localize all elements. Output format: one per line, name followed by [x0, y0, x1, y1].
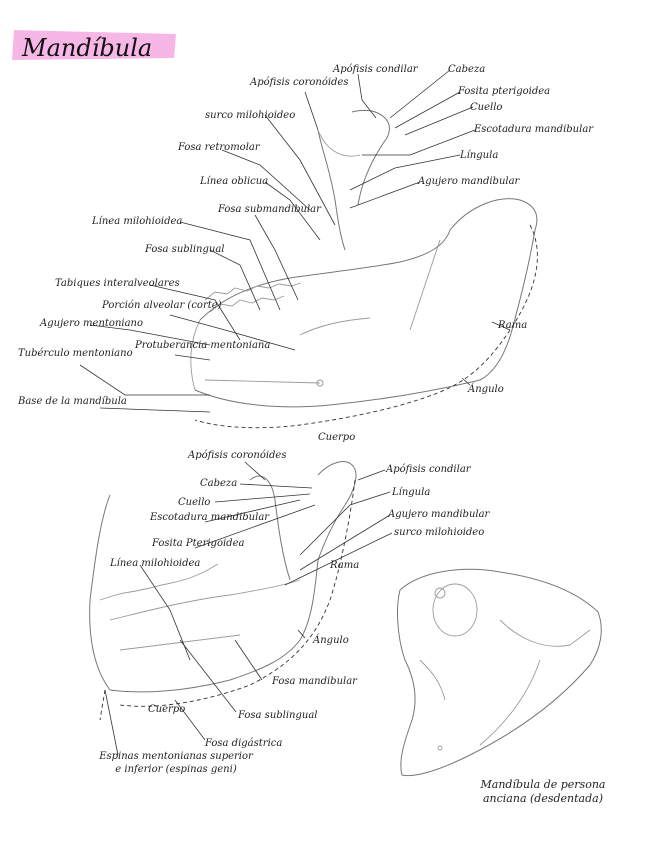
label-agujero-mandibular: Agujero mandibular: [417, 176, 521, 187]
teeth-row-1: [205, 283, 301, 300]
label-tabiques-interalveolares: Tabiques interalveolares: [55, 278, 180, 289]
label-surco-milohioideo: surco milohioideo: [205, 110, 295, 121]
label-linea-oblicua: Línea oblicua: [199, 176, 268, 187]
leader-bot-cabeza: [240, 484, 312, 488]
skull-caption-wrap: Mandíbula de persona anciana (desdentada…: [468, 778, 618, 826]
label-bot-escotadura: Escotadura mandibular: [149, 512, 270, 523]
leader-bot-surco: [285, 533, 392, 585]
leader-top-tuberculo: [80, 365, 210, 395]
skull-drawing: Mandíbula de persona anciana (desdentada…: [398, 569, 618, 826]
label-cuello: Cuello: [470, 102, 502, 113]
bottom-front: [90, 495, 110, 690]
label-bot-apofisis-coronoides: Apófisis coronóides: [187, 450, 287, 461]
label-rama: Rama: [497, 320, 527, 331]
label-fosa-submandibular: Fosa submandibular: [217, 204, 322, 215]
leader-top-milohioidea: [180, 222, 280, 310]
label-fosa-retromolar: Fosa retromolar: [177, 142, 261, 153]
leader-top-protuberancia: [175, 355, 210, 360]
bottom-inner-ridge: [120, 635, 240, 650]
label-escotadura-mandibular: Escotadura mandibular: [473, 124, 594, 135]
mandibular-notch: [318, 130, 360, 156]
leader-bot-condilar: [358, 470, 385, 480]
leader-top-escotadura: [362, 130, 475, 155]
bottom-dashed-chin: [100, 690, 105, 720]
skull-orbit: [433, 584, 477, 636]
coronoid-outline: [318, 130, 345, 250]
skull-maxilla: [420, 660, 445, 700]
label-agujero-mentoniano: Agujero mentoniano: [39, 318, 143, 329]
label-bot-angulo: Ángulo: [312, 634, 349, 646]
condyle-outline: [352, 110, 389, 205]
leader-bot-milohioidea: [140, 565, 190, 660]
skull-orbit-hole: [435, 588, 445, 598]
label-bot-espinas: Espinas mentonianas superior e inferior …: [96, 750, 256, 776]
label-bot-rama: Rama: [329, 560, 359, 571]
leader-top-fosita: [395, 92, 460, 128]
label-bot-agujero: Agujero mandibular: [387, 509, 491, 520]
leader-bot-fosa-mandibular: [235, 640, 262, 680]
label-cabeza: Cabeza: [448, 64, 485, 75]
leader-top-submandibular: [255, 215, 298, 300]
label-bot-apofisis-condilar: Apófisis condilar: [385, 464, 472, 475]
label-bot-fosa-digastrica: Fosa digástrica: [204, 738, 282, 749]
skull-caption: Mandíbula de persona anciana (desdentada…: [468, 778, 618, 806]
bottom-labels: Apófisis coronóides Cabeza Cuello Escota…: [96, 450, 491, 800]
bottom-coronoid: [250, 476, 290, 580]
base-line: [205, 380, 320, 383]
skull-outline: [398, 569, 602, 775]
bottom-mylohyoid: [110, 580, 300, 620]
label-porcion-alveolar: Porción alveolar (corte): [101, 300, 222, 311]
leader-bot-espinas: [105, 690, 118, 755]
leader-top-coronoides: [305, 92, 318, 130]
leader-top-base: [100, 408, 210, 412]
label-cuerpo: Cuerpo: [318, 432, 355, 443]
leader-bot-sublingual: [180, 640, 236, 712]
label-bot-fosa-sublingual: Fosa sublingual: [237, 710, 318, 721]
leader-top-cuello: [405, 107, 473, 135]
label-angulo: Ángulo: [467, 383, 504, 395]
label-bot-surco: surco milohioideo: [394, 527, 484, 538]
label-bot-fosita: Fosita Pterigoidea: [151, 538, 244, 549]
label-fosa-sublingual: Fosa sublingual: [144, 244, 225, 255]
label-bot-cuello: Cuello: [178, 497, 210, 508]
label-fosita-pterigoidea: Fosita pterigoidea: [457, 86, 550, 97]
label-lingula: Língula: [459, 150, 498, 161]
alveolar-section: [300, 318, 370, 335]
label-tuberculo-mentoniano: Tubérculo mentoniano: [18, 348, 133, 359]
label-apofisis-condilar: Apófisis condilar: [332, 64, 419, 75]
bottom-ramus-lower: [110, 560, 318, 692]
chin-outline: [191, 320, 200, 390]
label-protuberancia-mentoniana: Protuberancia mentoniana: [134, 340, 270, 351]
skull-zygomatic: [500, 620, 590, 646]
label-bot-linea-milohioidea: Línea milohioidea: [109, 558, 200, 569]
bottom-teeth: [100, 564, 218, 600]
label-bot-cuerpo: Cuerpo: [148, 704, 185, 715]
label-base-mandibula: Base de la mandíbula: [17, 396, 127, 407]
label-linea-milohioidea: Línea milohioidea: [91, 216, 182, 227]
title-block: Mandíbula: [12, 30, 176, 62]
skull-mental-foramen: [438, 746, 442, 750]
top-dashed-outline: [195, 225, 537, 428]
label-bot-cabeza: Cabeza: [200, 478, 237, 489]
body-upper: [200, 230, 450, 320]
page-title: Mandíbula: [21, 34, 152, 62]
leader-top-cabeza: [390, 70, 450, 118]
label-bot-espinas-wrap: Espinas mentonianas superior e inferior …: [96, 750, 256, 800]
top-labels: Apófisis coronóides Apófisis condilar Ca…: [17, 64, 594, 443]
label-bot-lingula: Língula: [391, 487, 430, 498]
label-bot-fosa-mandibular: Fosa mandibular: [271, 676, 358, 687]
label-apofisis-coronoides: Apófisis coronóides: [249, 77, 349, 88]
